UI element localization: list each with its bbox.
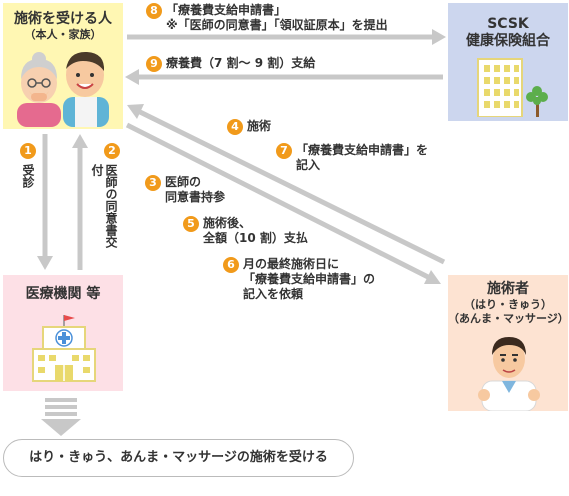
hospital-illustration (32, 315, 96, 382)
step-7-label: 7 「療養費支給申請書」を (276, 143, 428, 159)
arrow-to-result (41, 398, 81, 436)
office-building-illustration (477, 58, 548, 117)
step-5-line2: 全額（10 割）支払 (203, 231, 308, 245)
arrow-consent-issued (72, 134, 88, 270)
step-3-badge: 3 (145, 175, 161, 191)
step-4-badge: 4 (227, 119, 243, 135)
insurer-title-line1: SCSK (487, 16, 529, 32)
step-5-label: 5 施術後、 (183, 216, 251, 232)
practitioner-subtitle-2: （あんま・マッサージ） (448, 312, 569, 325)
practitioner-title: 施術者 (487, 281, 529, 297)
arrow-benefit-payment (125, 69, 443, 85)
step-1-badge: 1 (20, 143, 36, 159)
practitioner-illustration (478, 337, 540, 411)
step-7-line2: 記入 (296, 158, 321, 172)
family-illustration (17, 51, 109, 127)
step-4-label: 4 施術 (227, 119, 271, 135)
step-6-label: 6 月の最終施術日に (223, 257, 339, 273)
arrow-visit-and-payment (125, 122, 441, 284)
step-6-badge: 6 (223, 257, 239, 273)
clinic-box: 医療機関 等 (3, 275, 123, 391)
arrow-submit-application (127, 29, 446, 45)
step-6-line3: 記入を依頼 (243, 287, 304, 301)
patient-box: 施術を受ける人 （本人・家族） (3, 3, 123, 129)
step-8-line1: 「療養費支給申請書」 (166, 3, 287, 17)
step-3-line2: 同意書持参 (165, 190, 226, 204)
arrow-consultation (37, 134, 53, 270)
step-9-label: 9 療養費（7 割〜 9 割）支給 (146, 56, 315, 72)
step-8-badge: 8 (146, 3, 162, 19)
patient-subtitle: （本人・家族） (24, 28, 102, 41)
practitioner-subtitle-1: （はり・きゅう） (464, 298, 552, 311)
step-3-label: 3 医師の (145, 175, 201, 191)
step-5-badge: 5 (183, 216, 199, 232)
step-8-label: 8 「療養費支給申請書」 (146, 3, 286, 19)
practitioner-box: 施術者 （はり・きゅう） （あんま・マッサージ） (448, 275, 569, 411)
step-8-note: ※「医師の同意書」「領収証原本」を提出 (166, 18, 388, 32)
step-9-text: 療養費（7 割〜 9 割）支給 (166, 56, 316, 70)
step-7-line1: 「療養費支給申請書」を (296, 143, 429, 157)
insurer-box: SCSK 健康保険組合 (448, 3, 568, 121)
result-banner: はり・きゅう、あんま・マッサージの施術を受ける (3, 439, 354, 477)
step-9-badge: 9 (146, 56, 162, 72)
step-4-text: 施術 (247, 119, 272, 133)
insurer-title-line2: 健康保険組合 (466, 33, 550, 49)
clinic-title: 医療機関 等 (25, 286, 101, 302)
step-1-label: 受診 (21, 164, 35, 188)
step-3-line1: 医師の (165, 175, 202, 189)
step-6-line1: 月の最終施術日に (243, 257, 340, 271)
step-5-line1: 施術後、 (203, 216, 252, 230)
arrow-treatment-and-form (127, 104, 446, 265)
patient-title: 施術を受ける人 (14, 11, 112, 27)
step-6-line2: 「療養費支給申請書」の (243, 272, 376, 286)
step-2-label: 医師の同意書交付 (90, 164, 118, 248)
step-7-badge: 7 (276, 143, 292, 159)
step-2-badge: 2 (104, 143, 120, 159)
